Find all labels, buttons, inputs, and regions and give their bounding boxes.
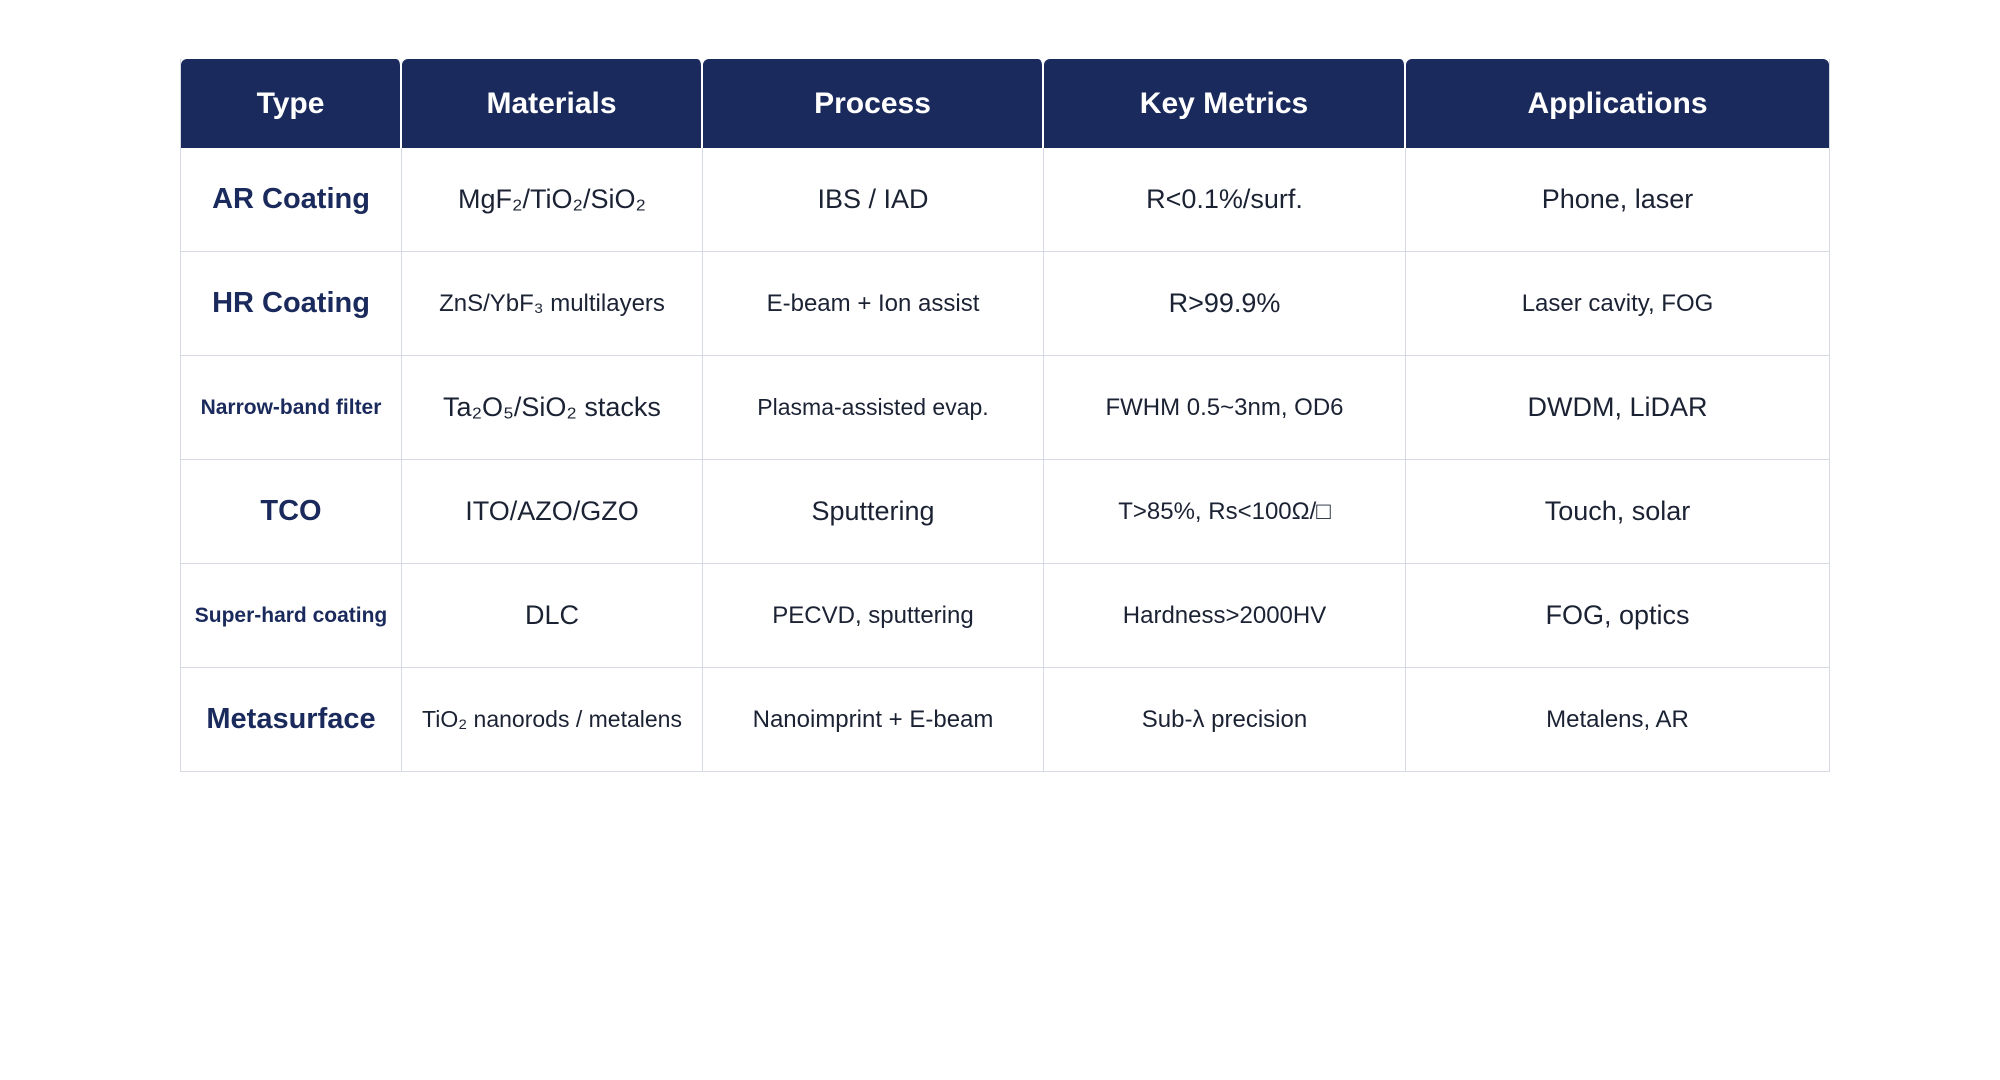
header-process: Process <box>703 59 1044 148</box>
coating-types-table: Type Materials Process Key Metrics Appli… <box>180 59 1830 772</box>
cell-process: Sputtering <box>703 459 1044 563</box>
header-materials: Materials <box>402 59 703 148</box>
coating-table-container: Type Materials Process Key Metrics Appli… <box>180 59 1830 772</box>
table-header-row: Type Materials Process Key Metrics Appli… <box>181 59 1829 148</box>
cell-metrics: T>85%, Rs<100Ω/□ <box>1044 459 1406 563</box>
header-type: Type <box>181 59 402 148</box>
cell-applications: DWDM, LiDAR <box>1406 355 1829 459</box>
cell-type: Narrow-band filter <box>181 355 402 459</box>
cell-process: E-beam + Ion assist <box>703 251 1044 355</box>
cell-materials: ZnS/YbF₃ multilayers <box>402 251 703 355</box>
cell-metrics: R>99.9% <box>1044 251 1406 355</box>
cell-materials: Ta₂O₅/SiO₂ stacks <box>402 355 703 459</box>
table-row: TCO ITO/AZO/GZO Sputtering T>85%, Rs<100… <box>181 459 1829 563</box>
cell-type: AR Coating <box>181 148 402 251</box>
cell-applications: FOG, optics <box>1406 563 1829 667</box>
cell-type: Metasurface <box>181 667 402 771</box>
cell-process: Nanoimprint + E-beam <box>703 667 1044 771</box>
cell-applications: Touch, solar <box>1406 459 1829 563</box>
cell-process: PECVD, sputtering <box>703 563 1044 667</box>
cell-applications: Metalens, AR <box>1406 667 1829 771</box>
header-applications: Applications <box>1406 59 1829 148</box>
header-key-metrics: Key Metrics <box>1044 59 1406 148</box>
cell-type: HR Coating <box>181 251 402 355</box>
cell-type: Super-hard coating <box>181 563 402 667</box>
table-row: HR Coating ZnS/YbF₃ multilayers E-beam +… <box>181 251 1829 355</box>
table-row: AR Coating MgF₂/TiO₂/SiO₂ IBS / IAD R<0.… <box>181 148 1829 251</box>
table-row: Metasurface TiO₂ nanorods / metalens Nan… <box>181 667 1829 771</box>
cell-materials: ITO/AZO/GZO <box>402 459 703 563</box>
cell-materials: TiO₂ nanorods / metalens <box>402 667 703 771</box>
cell-metrics: FWHM 0.5~3nm, OD6 <box>1044 355 1406 459</box>
cell-materials: DLC <box>402 563 703 667</box>
table-row: Narrow-band filter Ta₂O₅/SiO₂ stacks Pla… <box>181 355 1829 459</box>
cell-metrics: Hardness>2000HV <box>1044 563 1406 667</box>
cell-type: TCO <box>181 459 402 563</box>
cell-process: Plasma-assisted evap. <box>703 355 1044 459</box>
cell-applications: Laser cavity, FOG <box>1406 251 1829 355</box>
table-row: Super-hard coating DLC PECVD, sputtering… <box>181 563 1829 667</box>
cell-process: IBS / IAD <box>703 148 1044 251</box>
cell-applications: Phone, laser <box>1541 184 1694 214</box>
cell-materials: MgF₂/TiO₂/SiO₂ <box>402 148 703 251</box>
cell-metrics: Sub-λ precision <box>1044 667 1406 771</box>
cell-metrics: R<0.1%/surf. <box>1044 148 1406 251</box>
